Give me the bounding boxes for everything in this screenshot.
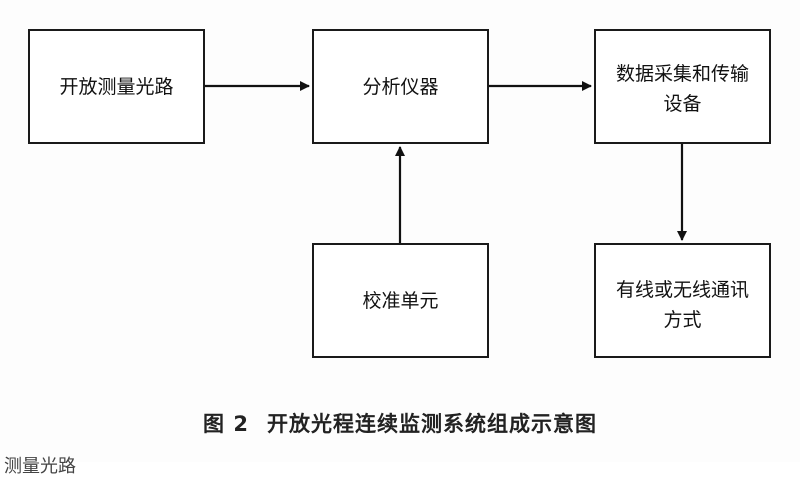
data-acquisition-label-line2: 设备 bbox=[663, 93, 702, 115]
analyzer-box: 分析仪器 bbox=[312, 29, 489, 144]
calibration-unit-label: 校准单元 bbox=[362, 289, 439, 312]
analyzer-label: 分析仪器 bbox=[362, 75, 439, 98]
communication-label-line2: 方式 bbox=[663, 309, 702, 331]
data-acquisition-label-line1: 数据采集和传输 bbox=[615, 63, 749, 85]
figure-caption: 图 2 开放光程连续监测系统组成示意图 bbox=[0, 408, 800, 438]
communication-label-line1: 有线或无线通讯 bbox=[615, 279, 749, 301]
open-measurement-path-box: 开放测量光路 bbox=[28, 29, 205, 144]
open-measurement-path-label: 开放测量光路 bbox=[59, 75, 174, 98]
data-acquisition-box: 数据采集和传输 设备 bbox=[594, 29, 771, 144]
diagram-canvas: 开放测量光路 分析仪器 数据采集和传输 设备 校准单元 有线或无线通讯 方式 图… bbox=[0, 29, 800, 477]
figure-number: 图 2 bbox=[203, 412, 249, 436]
communication-box: 有线或无线通讯 方式 bbox=[594, 243, 771, 358]
cutoff-text: 测量光路 bbox=[4, 456, 76, 477]
calibration-unit-box: 校准单元 bbox=[312, 243, 489, 358]
figure-title: 开放光程连续监测系统组成示意图 bbox=[266, 412, 597, 436]
connector-arrows bbox=[205, 81, 687, 243]
